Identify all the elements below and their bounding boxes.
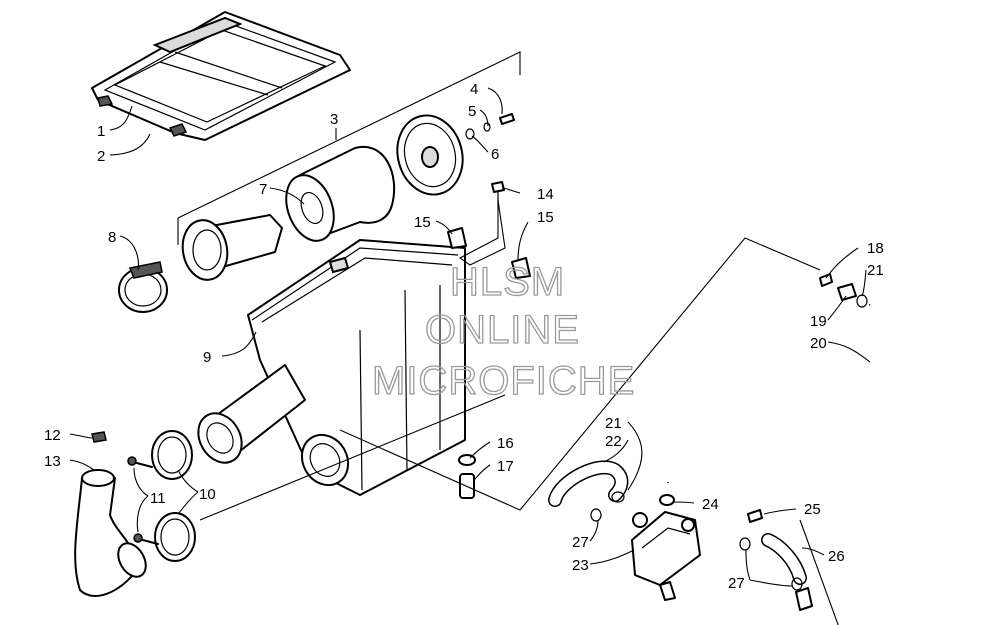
callout-15-left: 15 <box>414 214 431 231</box>
callout-2: 2 <box>97 148 105 165</box>
screw-11-upper <box>127 456 153 468</box>
vent-hose-20 <box>665 302 919 483</box>
callout-21-top: 21 <box>867 262 884 279</box>
cap-12 <box>91 431 107 443</box>
callout-17: 17 <box>497 458 514 475</box>
callout-18: 18 <box>867 240 884 257</box>
bracket-box-drain <box>339 429 521 511</box>
fitting-19 <box>837 283 857 301</box>
callout-26: 26 <box>828 548 845 565</box>
hose-clamp-10-upper <box>151 430 193 480</box>
foam-filter-element <box>285 145 396 242</box>
callout-25: 25 <box>804 501 821 518</box>
airbox-cover <box>91 11 351 141</box>
callout-7: 7 <box>259 181 267 198</box>
callout-19: 19 <box>810 313 827 330</box>
bolt-washer-set <box>465 113 515 140</box>
callout-12: 12 <box>44 427 61 444</box>
fitting-18 <box>819 273 833 287</box>
clip-27-right <box>739 537 803 591</box>
callout-4: 4 <box>470 81 478 98</box>
callout-6: 6 <box>491 146 499 163</box>
callout-5: 5 <box>468 103 476 120</box>
intake-boot <box>197 364 306 464</box>
filter-adapter <box>181 214 283 281</box>
leader-lines <box>69 87 871 587</box>
watermark-line-3: MICROFICHE <box>372 359 635 403</box>
screw-25 <box>747 509 763 523</box>
hose-clamp-8 <box>118 261 168 313</box>
lower-outlet <box>300 433 350 487</box>
callout-24: 24 <box>702 496 719 513</box>
callout-23: 23 <box>572 557 589 574</box>
clip-27-left <box>590 508 602 522</box>
callout-3: 3 <box>330 111 338 128</box>
callout-22: 22 <box>605 433 622 450</box>
clip-15-right <box>511 257 531 279</box>
callout-13: 13 <box>44 453 61 470</box>
assembly-bracket-10 <box>199 394 506 521</box>
clip-15-left <box>447 227 467 249</box>
callout-14: 14 <box>537 186 554 203</box>
bracket-26 <box>799 519 839 625</box>
callout-16: 16 <box>497 435 514 452</box>
watermark: HLSM ONLINE MICROFICHE <box>371 259 635 403</box>
intake-tube <box>74 469 147 597</box>
callout-labels: 1 2 3 4 5 6 7 8 9 10 11 12 13 14 15 15 1… <box>44 81 884 592</box>
bracket-drain-assembly <box>519 237 821 511</box>
clamp-21-top <box>856 294 868 308</box>
airbox-main <box>247 239 466 496</box>
callout-11: 11 <box>150 490 166 507</box>
hose-clamp-10-lower <box>154 512 196 562</box>
assembly-bracket-3 <box>177 51 521 245</box>
callout-20: 20 <box>810 335 827 352</box>
callout-15-right: 15 <box>537 209 554 226</box>
callout-27-left: 27 <box>572 534 589 551</box>
callout-8: 8 <box>108 229 116 246</box>
bracket-14 <box>458 199 506 266</box>
filter-end-cap <box>396 114 464 196</box>
callout-21-lower: 21 <box>605 415 622 432</box>
callout-10: 10 <box>199 486 216 503</box>
elbow-hose-26 <box>761 533 813 611</box>
callout-27-right: 27 <box>728 575 745 592</box>
fitting-24 <box>659 494 675 506</box>
clamp-21-lower <box>611 491 625 503</box>
watermark-line-1: HLSM <box>450 260 565 304</box>
screw-11-lower <box>133 533 159 545</box>
callout-1: 1 <box>97 123 105 140</box>
callout-9: 9 <box>203 349 211 366</box>
watermark-line-2: ONLINE <box>425 308 580 352</box>
drain-valve-23 <box>631 511 701 601</box>
curved-hose-22 <box>548 460 629 507</box>
grommet-16 <box>458 454 476 466</box>
